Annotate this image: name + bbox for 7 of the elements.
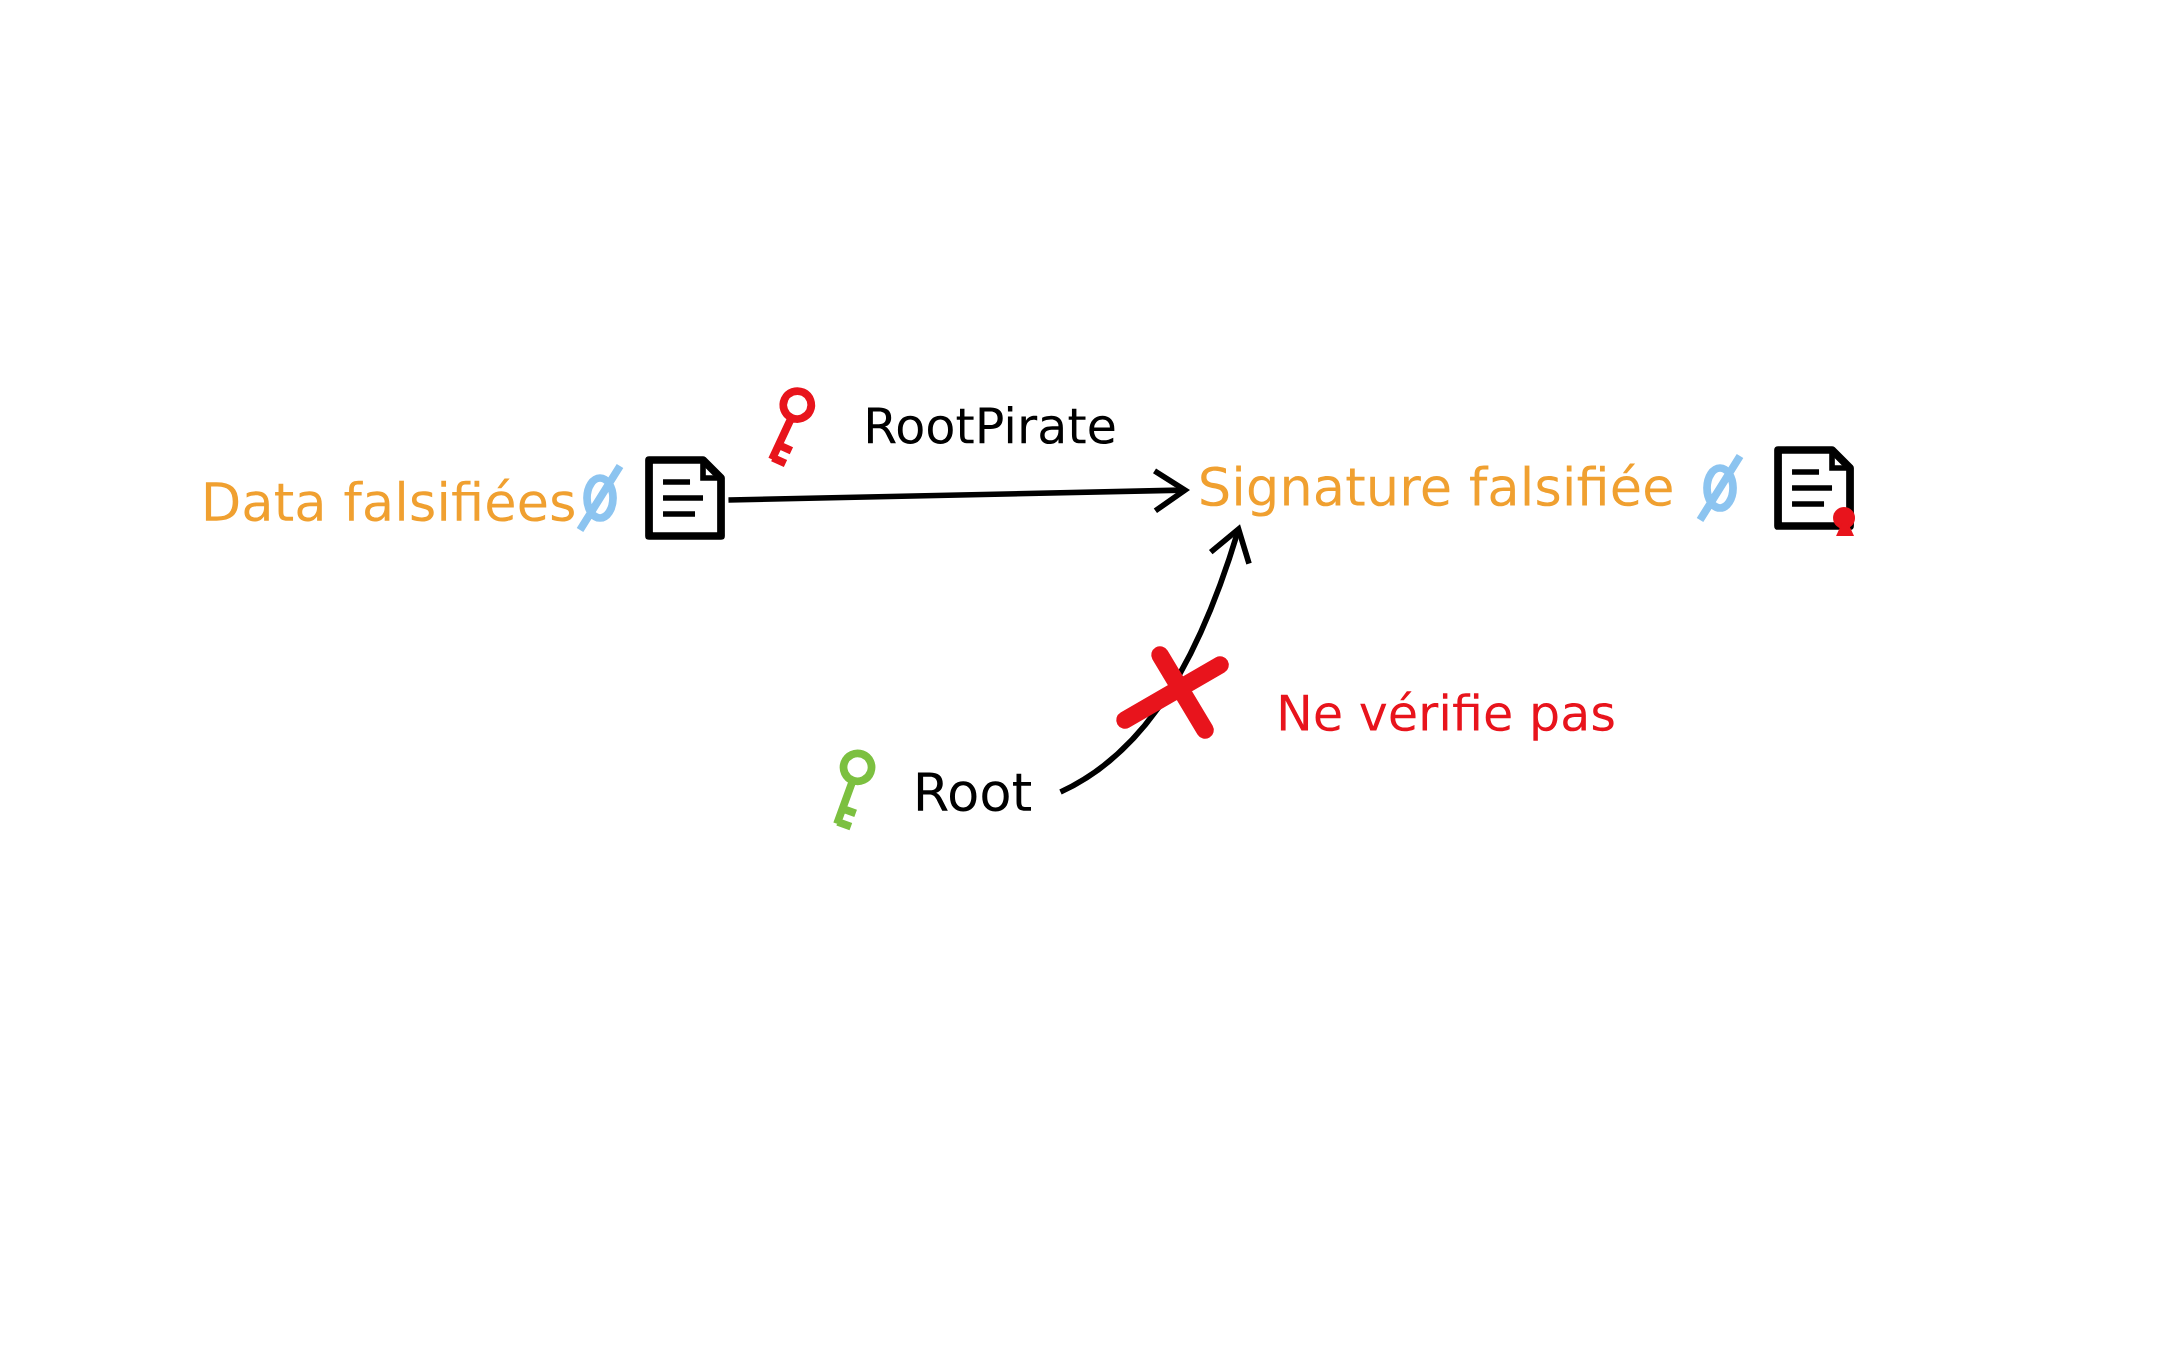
edge-label: RootPirate: [856, 398, 1124, 452]
arrow: [728, 468, 1190, 514]
node-label: Root: [917, 772, 1031, 812]
node-label: Signature falsifiée: [1201, 463, 1672, 517]
arrow: [1059, 524, 1252, 795]
edge-label: Ne vérifie pas: [1269, 684, 1624, 748]
node-label: Data falsifiées: [205, 478, 574, 522]
